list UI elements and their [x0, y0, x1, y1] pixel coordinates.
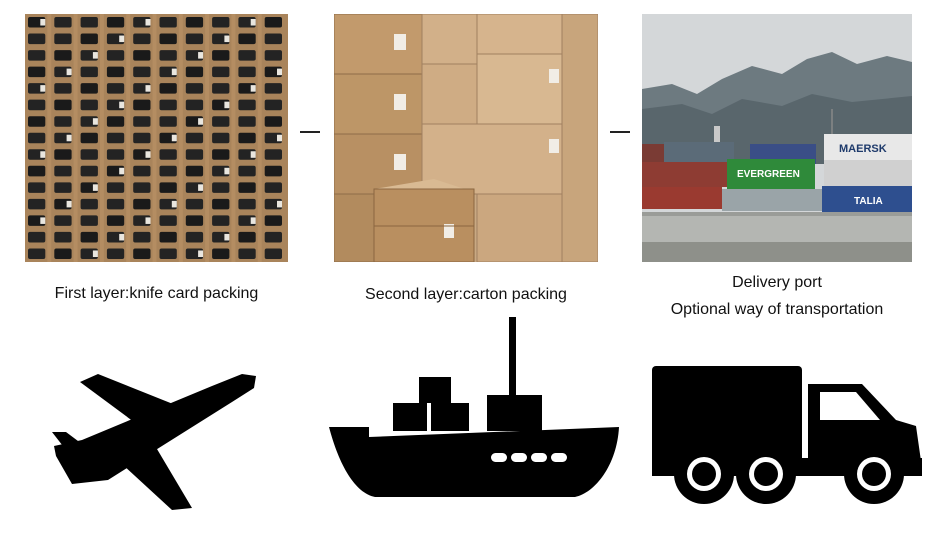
step-connector [610, 131, 630, 133]
knife-card-packing-photo [25, 14, 288, 262]
step-3-caption: Delivery port [732, 274, 822, 291]
cargo-ship-icon [325, 315, 620, 500]
step-1-caption: First layer:knife card packing [54, 285, 259, 302]
container-label-evergreen: EVERGREEN [737, 169, 800, 180]
truck-icon [648, 362, 926, 504]
container-label-maersk: MAERSK [839, 143, 887, 155]
step-2-caption: Second layer:carton packing [365, 286, 567, 303]
step-3-subcaption: Optional way of transportation [670, 301, 884, 318]
step-connector [300, 131, 320, 133]
container-label-talia: TALIA [854, 196, 883, 207]
airplane-icon [42, 360, 262, 515]
carton-packing-photo [334, 14, 598, 262]
delivery-port-photo: MAERSK EVERGREEN TALIA [642, 14, 912, 262]
